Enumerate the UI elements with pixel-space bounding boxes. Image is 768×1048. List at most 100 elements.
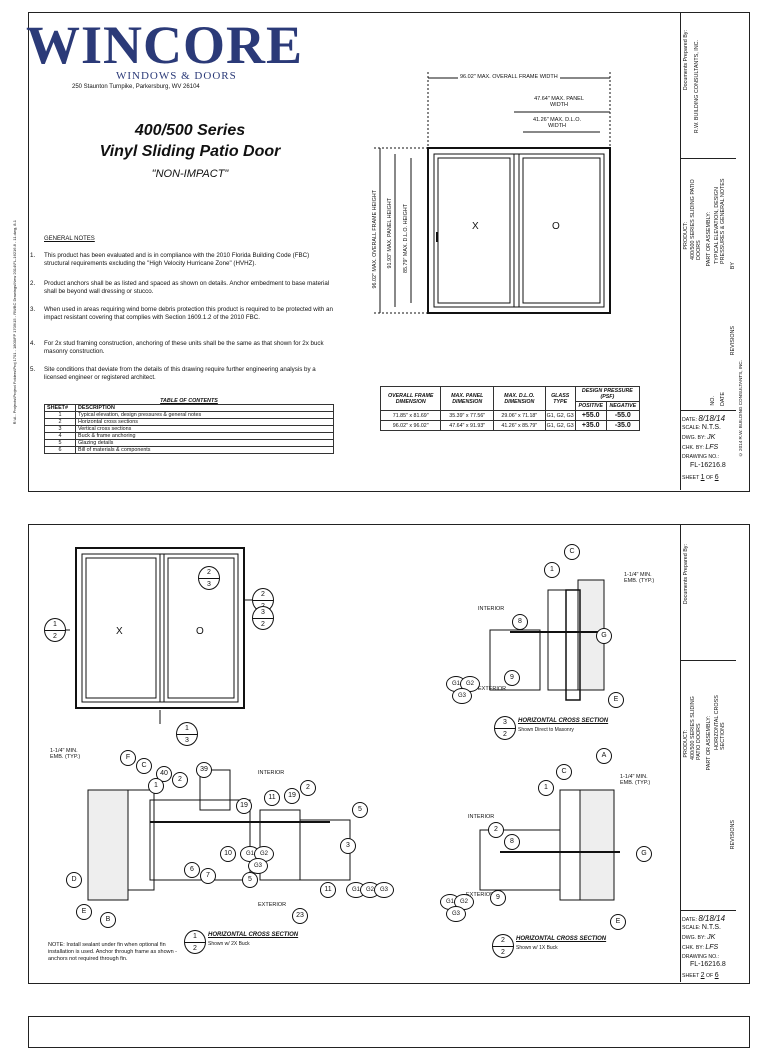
callout-bubble: 40: [156, 766, 172, 782]
section-subtitle: Shown w/ 2X Buck: [208, 941, 250, 947]
panel-width-dim: 47.64" MAX. PANEL WIDTH: [534, 96, 584, 108]
embedment-note: 1-1/4" MIN. EMB. (TYP.): [50, 748, 81, 760]
rating-title: "NON-IMPACT": [151, 168, 229, 180]
general-notes-heading: GENERAL NOTES: [44, 236, 95, 242]
table-row: 71.85" x 81.69"35.39" x 77.56"29.06" x 7…: [379, 410, 641, 421]
callout-bubble: E: [608, 692, 624, 708]
exterior-label: EXTERIOR: [466, 892, 495, 898]
panel-x-label: X: [472, 221, 479, 232]
title-block-1: [680, 12, 737, 490]
divider: [680, 910, 736, 911]
panel-o-label: O: [196, 626, 204, 637]
callout-bubble: 11: [320, 882, 336, 898]
general-note: 1.This product has been evaluated and is…: [30, 252, 310, 267]
callout-bubble: G: [636, 846, 652, 862]
dwg-by-field: DWG. BY: JK: [682, 934, 716, 941]
sheet-field: SHEET 1 OF 6: [682, 474, 719, 481]
callout-bubble: G3: [248, 858, 268, 874]
table-row: 96.02" x 96.02"47.64" x 91.93"41.26" x 8…: [379, 420, 641, 431]
dwg-by-field: DWG. BY: JK: [682, 434, 716, 441]
company-address: 250 Staunton Turnpike, Parkersburg, WV 2…: [72, 84, 200, 90]
chk-by-field: CHK. BY: LFS: [682, 944, 719, 951]
callout-bubble: 5: [352, 802, 368, 818]
title-block-2: [680, 524, 737, 982]
date-field: DATE: 8/18/14: [682, 914, 726, 923]
callout-bubble: 1: [544, 562, 560, 578]
dlo-width-dim: 41.26" MAX. D.L.O. WIDTH: [532, 117, 582, 129]
callout-bubble: E: [76, 904, 92, 920]
callout-bubble: G: [596, 628, 612, 644]
drawing-no-label: DRAWING NO.:: [682, 954, 719, 960]
callout-bubble: 19: [236, 798, 252, 814]
callout-bubble: 5: [242, 872, 258, 888]
callout-bubble: C: [556, 764, 572, 780]
panel-o-label: O: [552, 221, 560, 232]
callout-bubble: 2: [300, 780, 316, 796]
callout-bubble: 1: [148, 778, 164, 794]
series-title: 400/500 Series: [134, 122, 246, 139]
divider: [680, 158, 736, 159]
product-title: Vinyl Sliding Patio Door: [99, 143, 281, 160]
callout-bubble: 8: [504, 834, 520, 850]
logo-subtitle: WINDOWS & DOORS: [116, 70, 237, 82]
callout-bubble: 2: [488, 822, 504, 838]
general-note: 2.Product anchors shall be as listed and…: [30, 280, 330, 295]
dp-col-panel: MAX. PANEL DIMENSION: [440, 386, 495, 411]
callout-bubble: 6: [184, 862, 200, 878]
callout-bubble: F: [120, 750, 136, 766]
divider: [680, 410, 736, 411]
general-note: 4.For 2x stud framing construction, anch…: [30, 340, 324, 355]
embedment-note: 1-1/4" MIN. EMB. (TYP.): [624, 572, 655, 584]
callout-bubble: 11: [264, 790, 280, 806]
sheet-3-edge: [28, 1016, 750, 1048]
interior-label: INTERIOR: [468, 814, 495, 820]
divider: [680, 660, 736, 661]
callout-bubble: 23: [292, 908, 308, 924]
callout-bubble: D: [66, 872, 82, 888]
callout-bubble: 9: [490, 890, 506, 906]
section-title: HORIZONTAL CROSS SECTION: [518, 718, 609, 724]
cross-section-drawings: [60, 547, 620, 901]
general-note: 5.Site conditions that deviate from the …: [30, 366, 316, 381]
callout-bubble: 3: [340, 838, 356, 854]
callout-bubble: 9: [504, 670, 520, 686]
sheet-2: [28, 524, 750, 984]
section-subtitle: Shown w/ 1X Buck: [516, 945, 558, 951]
interior-label: INTERIOR: [478, 606, 505, 612]
callout-bubble: E: [610, 914, 626, 930]
callout-bubble: 2: [172, 772, 188, 788]
panel-x-label: X: [116, 626, 123, 637]
date-field: DATE: 8/18/14: [682, 414, 726, 423]
callout-bubble: 19: [284, 788, 300, 804]
drawing-no: FL-16216.8: [690, 462, 726, 469]
callout-bubble: G3: [374, 882, 394, 898]
callout-bubble: 7: [200, 868, 216, 884]
exterior-label: EXTERIOR: [258, 902, 287, 908]
wincore-logo: WINCORE: [26, 15, 304, 75]
interior-label: INTERIOR: [258, 770, 285, 776]
scale-field: SCALE: N.T.S.: [682, 424, 721, 431]
design-pressure-table: OVERALL FRAME DIMENSION MAX. PANEL DIMEN…: [379, 386, 641, 431]
scale-field: SCALE: N.T.S.: [682, 924, 721, 931]
callout-bubble: C: [564, 544, 580, 560]
callout-bubble: 1: [538, 780, 554, 796]
overall-width-dim: 96.02" MAX. OVERALL FRAME WIDTH: [458, 74, 560, 80]
callout-bubble: G3: [452, 688, 472, 704]
general-note: 3.When used in areas requiring wind born…: [30, 306, 333, 321]
callout-bubble: 10: [220, 846, 236, 862]
install-note: NOTE: Install sealant under fin when opt…: [48, 942, 178, 962]
callout-bubble: A: [596, 748, 612, 764]
drawing-no: FL-16216.8: [690, 961, 726, 968]
chk-by-field: CHK. BY: LFS: [682, 444, 719, 451]
callout-bubble: B: [100, 912, 116, 928]
exterior-label: EXTERIOR: [478, 686, 507, 692]
